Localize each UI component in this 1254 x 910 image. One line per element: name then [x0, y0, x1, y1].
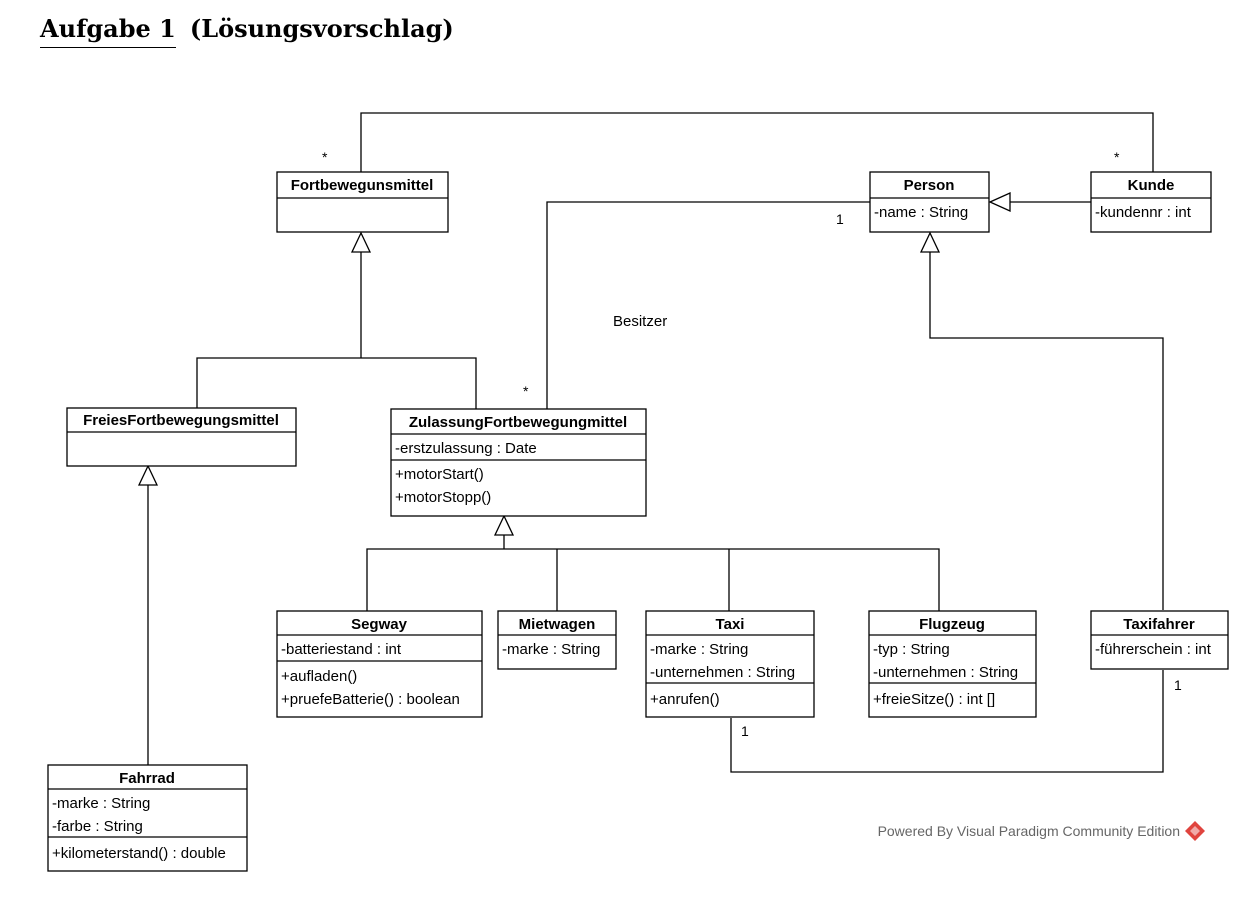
class-name: Segway: [351, 616, 408, 633]
class-operation: +freieSitze() : int []: [873, 691, 995, 708]
class-name: Kunde: [1128, 177, 1175, 194]
class-attribute: -typ : String: [873, 641, 950, 658]
task-subtitle: (Lösungsvorschlag): [189, 14, 454, 43]
class-name: Fortbewegunsmittel: [291, 177, 434, 194]
class-attribute: -kundennr : int: [1095, 204, 1192, 221]
class-attribute: -name : String: [874, 204, 968, 221]
class-operation: +anrufen(): [650, 691, 720, 708]
generalization-arrowhead-zulassung: [493, 514, 515, 536]
class-attribute: -unternehmen : String: [873, 664, 1018, 681]
association-kunde-fortbewegungsmittel: [360, 112, 1154, 172]
class-operation: +pruefeBatterie() : boolean: [281, 691, 460, 708]
class-fortbewegungsmittel: Fortbewegunsmittel: [276, 171, 449, 233]
class-operation: +motorStart(): [395, 466, 484, 483]
class-name: Fahrrad: [119, 770, 175, 787]
multiplicity-person: 1: [836, 211, 844, 227]
class-attribute: -marke : String: [650, 641, 748, 658]
class-operation: +aufladen(): [281, 668, 357, 685]
page-title: Aufgabe 1 (Lösungsvorschlag): [40, 14, 454, 48]
class-taxi: Taxi -marke : String -unternehmen : Stri…: [645, 610, 815, 718]
class-kunde: Kunde -kundennr : int: [1090, 171, 1212, 233]
footer-text: Powered By Visual Paradigm Community Edi…: [878, 823, 1180, 839]
class-operation: +motorStopp(): [395, 489, 491, 506]
class-name: Taxi: [716, 616, 745, 633]
task-number: Aufgabe 1: [40, 14, 176, 48]
class-attribute: -führerschein : int: [1095, 641, 1212, 658]
generalization-split-zulassung: [366, 548, 940, 611]
multiplicity-fortbewegungsmittel: *: [322, 149, 328, 165]
class-attribute: -marke : String: [52, 795, 150, 812]
generalization-split-fortbewegung: [196, 357, 477, 409]
generalization-taxifahrer-person: [929, 252, 1164, 610]
association-label-besitzer: Besitzer: [613, 313, 667, 330]
class-attribute: -batteriestand : int: [281, 641, 402, 658]
generalization-arrowhead-freies: [137, 464, 159, 486]
generalization-arrowhead-kunde: [988, 191, 1011, 213]
multiplicity-zulassung: *: [523, 383, 529, 399]
class-name: FreiesFortbewegungsmittel: [83, 412, 279, 429]
class-attribute: -marke : String: [502, 641, 600, 658]
class-person: Person -name : String: [869, 171, 990, 233]
class-flugzeug: Flugzeug -typ : String -unternehmen : St…: [868, 610, 1037, 718]
generalization-arrowhead-taxifahrer: [919, 231, 941, 253]
class-attribute: -farbe : String: [52, 818, 143, 835]
class-operation: +kilometerstand() : double: [52, 845, 226, 862]
association-taxi-taxifahrer: [730, 670, 1164, 773]
multiplicity-taxifahrer: 1: [1174, 677, 1182, 693]
class-zulassung-fortbewegungmittel: ZulassungFortbewegungmittel -erstzulassu…: [390, 408, 647, 517]
class-mietwagen: Mietwagen -marke : String: [497, 610, 617, 670]
class-fahrrad: Fahrrad -marke : String -farbe : String …: [47, 764, 248, 872]
class-name: Flugzeug: [919, 616, 985, 633]
multiplicity-taxi: 1: [741, 723, 749, 739]
generalization-arrowhead-fortbewegungsmittel: [350, 231, 372, 253]
class-freies-fortbewegungsmittel: FreiesFortbewegungsmittel: [66, 407, 297, 467]
class-attribute: -unternehmen : String: [650, 664, 795, 681]
class-segway: Segway -batteriestand : int +aufladen() …: [276, 610, 483, 718]
multiplicity-kunde: *: [1114, 149, 1120, 165]
class-attribute: -erstzulassung : Date: [395, 440, 537, 457]
class-name: Mietwagen: [519, 616, 596, 633]
class-name: Taxifahrer: [1123, 616, 1195, 633]
class-taxifahrer: Taxifahrer -führerschein : int: [1090, 610, 1229, 670]
association-besitzer: [546, 201, 870, 409]
visual-paradigm-logo-icon: [1185, 821, 1205, 841]
class-name: Person: [904, 177, 955, 194]
class-name: ZulassungFortbewegungmittel: [409, 414, 627, 431]
